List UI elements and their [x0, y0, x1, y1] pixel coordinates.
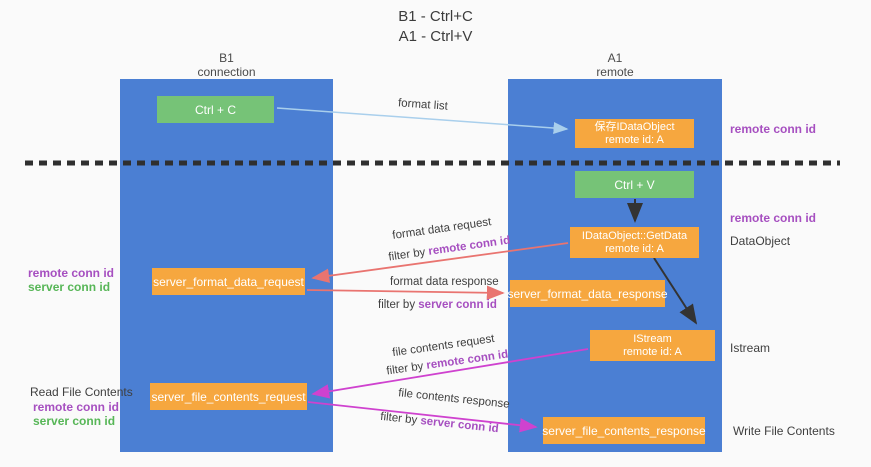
- filter-by-prefix: filter by: [387, 246, 427, 264]
- node-save-dataobject-line1: 保存IDataObject: [594, 120, 675, 133]
- filter-remote-conn-id: remote conn id: [427, 234, 511, 258]
- format-data-response-arrow: [306, 285, 505, 300]
- filter-by-prefix: filter by: [378, 299, 416, 311]
- flow-label-file-contents-response: file contents response: [397, 387, 511, 411]
- node-server-format-data-request: server_format_data_request: [152, 268, 305, 295]
- node-server-file-contents-request: server_file_contents_request: [150, 383, 307, 410]
- flow-label-filter-server-1: filter by server conn id: [378, 299, 497, 311]
- lane-a1-name: A1: [607, 51, 623, 65]
- node-file-response-label: server_file_contents_response: [542, 423, 706, 438]
- lane-b1-name: B1: [219, 51, 234, 65]
- annotation-write-file-contents: Write File Contents: [733, 424, 835, 438]
- annotation-left-file-remote: remote conn id: [33, 400, 120, 414]
- filter-server-conn-id: server conn id: [418, 299, 497, 311]
- node-ctrl-c: Ctrl + C: [157, 96, 274, 123]
- node-ctrl-c-label: Ctrl + C: [194, 102, 236, 117]
- node-save-dataobject: 保存IDataObject remote id: A: [575, 119, 694, 148]
- flow-label-format-data-response: format data response: [390, 276, 499, 288]
- node-file-request-label: server_file_contents_request: [151, 389, 306, 404]
- annotation-left-file-conn-ids: remote conn id server conn id: [33, 400, 119, 428]
- lane-header-a1: A1 remote: [508, 51, 722, 79]
- lane-b1-subtitle: connection: [197, 65, 256, 79]
- filter-by-prefix: filter by: [379, 410, 418, 427]
- annotation-left-format-server: server conn id: [28, 280, 111, 294]
- node-format-request-label: server_format_data_request: [153, 274, 304, 289]
- flow-label-format-list: format list: [397, 97, 449, 113]
- lane-header-b1: B1 connection: [120, 51, 333, 79]
- annotation-left-file-server: server conn id: [33, 414, 116, 428]
- node-istream-line2: remote id: A: [623, 345, 682, 358]
- node-format-response-label: server_format_data_response: [507, 286, 668, 301]
- node-istream: IStream remote id: A: [590, 330, 715, 361]
- filter-server-conn-id: server conn id: [419, 415, 500, 436]
- node-ctrl-v-label: Ctrl + V: [614, 177, 655, 192]
- annotation-remote-conn-id-mid: remote conn id: [730, 211, 817, 225]
- annotation-left-format-remote: remote conn id: [28, 266, 115, 280]
- annotation-left-format-conn-ids: remote conn id server conn id: [28, 266, 114, 294]
- filter-by-prefix: filter by: [385, 360, 425, 378]
- flow-label-filter-server-2: filter by server conn id: [380, 411, 500, 435]
- node-getdata-line2: remote id: A: [605, 242, 664, 255]
- lane-a1-subtitle: remote: [596, 65, 634, 79]
- node-ctrl-v: Ctrl + V: [575, 171, 694, 198]
- node-istream-line1: IStream: [633, 332, 672, 345]
- node-server-format-data-response: server_format_data_response: [507, 280, 668, 307]
- title-line-1: B1 - Ctrl+C: [398, 8, 473, 25]
- node-server-file-contents-response: server_file_contents_response: [542, 417, 706, 444]
- annotation-dataobject: DataObject: [730, 234, 791, 248]
- diagram-title: B1 - Ctrl+C A1 - Ctrl+V: [0, 7, 871, 47]
- node-save-dataobject-line2: remote id: A: [605, 133, 664, 146]
- node-idataobject-getdata: IDataObject::GetData remote id: A: [570, 227, 699, 258]
- annotation-read-file-contents: Read File Contents: [30, 385, 133, 399]
- annotation-remote-conn-id-top: remote conn id: [730, 122, 817, 136]
- annotation-istream: Istream: [730, 341, 771, 355]
- node-getdata-line1: IDataObject::GetData: [581, 229, 688, 242]
- title-line-2: A1 - Ctrl+V: [398, 28, 473, 45]
